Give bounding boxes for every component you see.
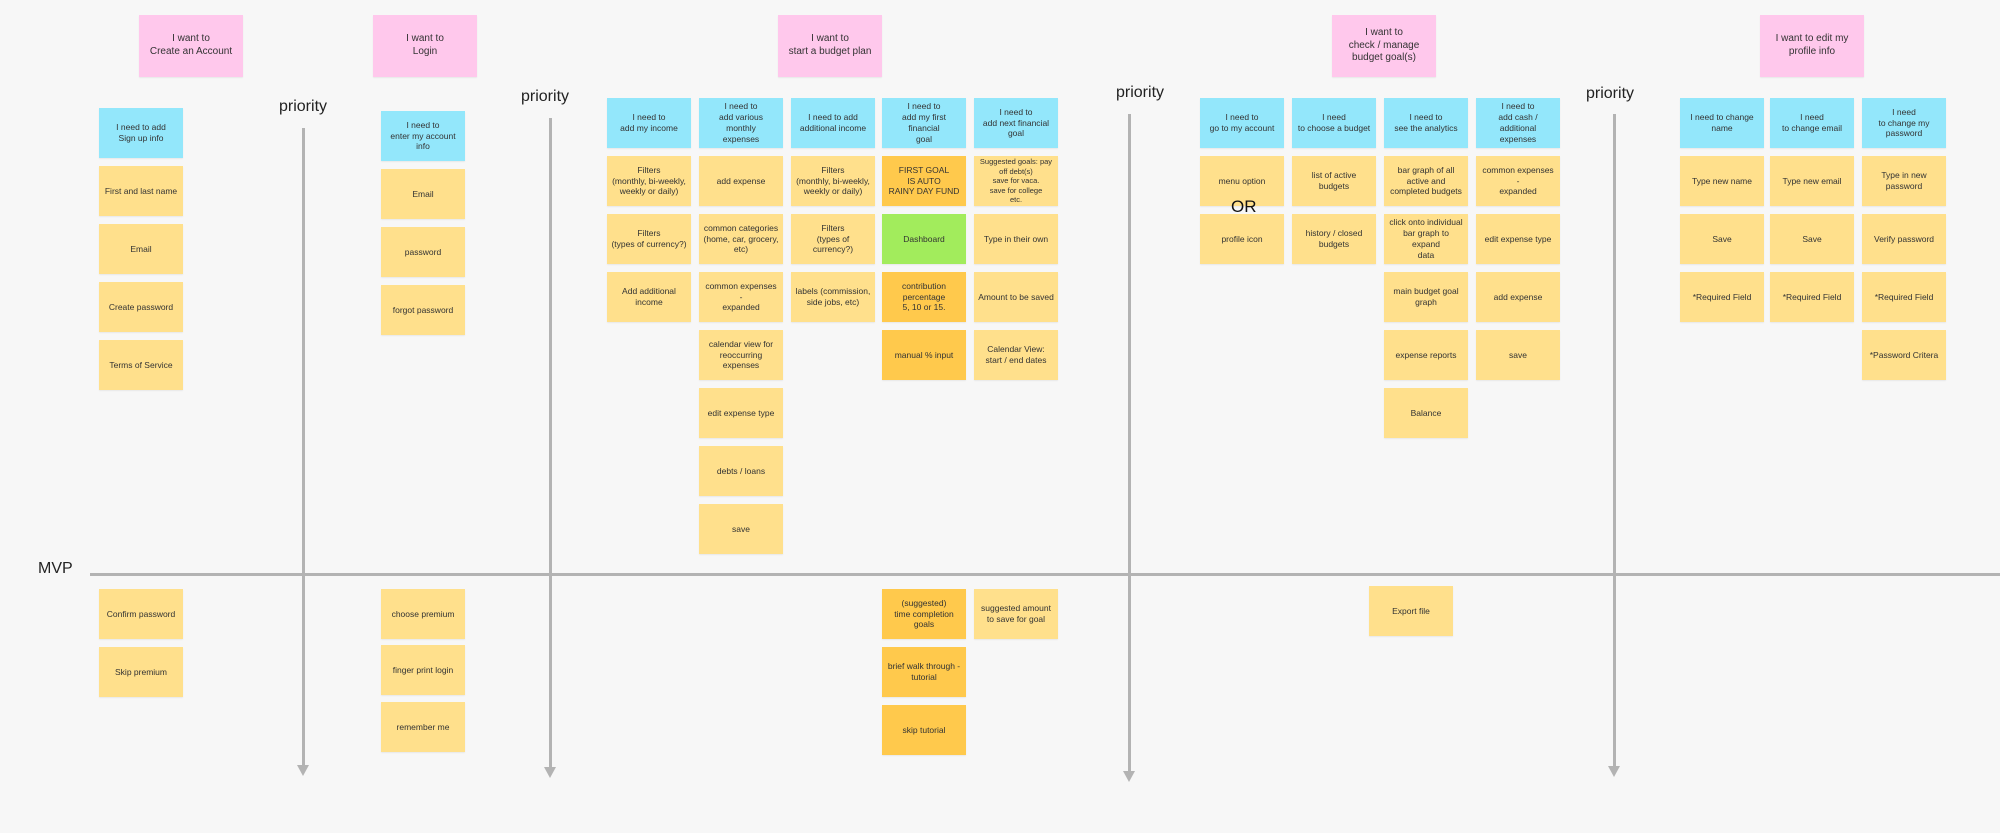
need-note[interactable]: I need to choose a budget <box>1292 98 1376 148</box>
priority-label: priority <box>521 88 570 105</box>
task-note[interactable]: Export file <box>1369 586 1453 636</box>
task-note[interactable]: labels (commission, side jobs, etc) <box>791 272 875 322</box>
task-note[interactable]: finger print login <box>381 645 465 695</box>
need-note[interactable]: I need to add my income <box>607 98 691 148</box>
task-note[interactable]: Type new email <box>1770 156 1854 206</box>
task-note[interactable]: forgot password <box>381 285 465 335</box>
task-note[interactable]: password <box>381 227 465 277</box>
need-note[interactable]: I need to add my first financial goal <box>882 98 966 148</box>
dashboard-note[interactable]: Dashboard <box>882 214 966 264</box>
need-note[interactable]: I need to add various monthly expenses <box>699 98 783 148</box>
priority-label: priority <box>279 98 328 115</box>
task-note[interactable]: *Required Field <box>1862 272 1946 322</box>
task-note[interactable]: Verify password <box>1862 214 1946 264</box>
priority-axis <box>544 118 556 778</box>
task-note[interactable]: edit expense type <box>1476 214 1560 264</box>
task-note[interactable]: add expense <box>1476 272 1560 322</box>
need-note[interactable]: I need to add cash / additional expenses <box>1476 98 1560 148</box>
task-note[interactable]: FIRST GOAL IS AUTO RAINY DAY FUND <box>882 156 966 206</box>
task-note[interactable]: First and last name <box>99 166 183 216</box>
task-note[interactable]: debts / loans <box>699 446 783 496</box>
priority-axis <box>297 128 309 776</box>
epic-note[interactable]: I want to edit my profile info <box>1760 15 1864 77</box>
task-note[interactable]: Filters (monthly, bi-weekly, weekly or d… <box>791 156 875 206</box>
epic-note[interactable]: I want to start a budget plan <box>778 15 882 77</box>
task-note[interactable]: Type in new password <box>1862 156 1946 206</box>
priority-label: priority <box>1116 84 1165 101</box>
task-note[interactable]: Type new name <box>1680 156 1764 206</box>
need-note[interactable]: I need to add additional income <box>791 98 875 148</box>
task-note[interactable]: Save <box>1680 214 1764 264</box>
need-note[interactable]: I need to change email <box>1770 98 1854 148</box>
task-note[interactable]: edit expense type <box>699 388 783 438</box>
priority-axis <box>1123 114 1135 782</box>
task-note[interactable]: Suggested goals: pay off debt(s) save fo… <box>974 156 1058 206</box>
task-note[interactable]: Type in their own <box>974 214 1058 264</box>
or-label: OR <box>1231 197 1257 216</box>
mvp-label: MVP <box>38 560 73 577</box>
task-note[interactable]: Filters (types of currency?) <box>607 214 691 264</box>
task-note[interactable]: common categories (home, car, grocery, e… <box>699 214 783 264</box>
task-note[interactable]: Save <box>1770 214 1854 264</box>
task-note[interactable]: add expense <box>699 156 783 206</box>
task-note[interactable]: save <box>699 504 783 554</box>
need-note[interactable]: I need to add next financial goal <box>974 98 1058 148</box>
task-note[interactable]: history / closed budgets <box>1292 214 1376 264</box>
task-note[interactable]: Add additional income <box>607 272 691 322</box>
task-note[interactable]: *Required Field <box>1680 272 1764 322</box>
need-note[interactable]: I need to add Sign up info <box>99 108 183 158</box>
task-note[interactable]: brief walk through - tutorial <box>882 647 966 697</box>
task-note[interactable]: click onto individual bar graph to expan… <box>1384 214 1468 264</box>
task-note[interactable]: Balance <box>1384 388 1468 438</box>
task-note[interactable]: bar graph of all active and completed bu… <box>1384 156 1468 206</box>
task-note[interactable]: choose premium <box>381 589 465 639</box>
task-note[interactable]: save <box>1476 330 1560 380</box>
task-note[interactable]: Filters (monthly, bi-weekly, weekly or d… <box>607 156 691 206</box>
task-note[interactable]: Create password <box>99 282 183 332</box>
epic-note[interactable]: I want to check / manage budget goal(s) <box>1332 15 1436 77</box>
priority-axis <box>1608 114 1620 777</box>
need-note[interactable]: I need to go to my account <box>1200 98 1284 148</box>
task-note[interactable]: suggested amount to save for goal <box>974 589 1058 639</box>
task-note[interactable]: Skip premium <box>99 647 183 697</box>
task-note[interactable]: list of active budgets <box>1292 156 1376 206</box>
task-note[interactable]: menu option <box>1200 156 1284 206</box>
priority-label: priority <box>1586 85 1635 102</box>
task-note[interactable]: Confirm password <box>99 589 183 639</box>
need-note[interactable]: I need to see the analytics <box>1384 98 1468 148</box>
task-note[interactable]: skip tutorial <box>882 705 966 755</box>
task-note[interactable]: Email <box>381 169 465 219</box>
mvp-divider <box>90 573 2000 576</box>
task-note[interactable]: Calendar View: start / end dates <box>974 330 1058 380</box>
epic-note[interactable]: I want to Create an Account <box>139 15 243 77</box>
need-note[interactable]: I need to change my password <box>1862 98 1946 148</box>
task-note[interactable]: profile icon <box>1200 214 1284 264</box>
task-note[interactable]: Amount to be saved <box>974 272 1058 322</box>
task-note[interactable]: expense reports <box>1384 330 1468 380</box>
task-note[interactable]: remember me <box>381 702 465 752</box>
task-note[interactable]: *Password Critera <box>1862 330 1946 380</box>
need-note[interactable]: I need to enter my account info <box>381 111 465 161</box>
need-note[interactable]: I need to change name <box>1680 98 1764 148</box>
task-note[interactable]: calendar view for reoccurring expenses <box>699 330 783 380</box>
task-note[interactable]: common expenses - expanded <box>699 272 783 322</box>
task-note[interactable]: Email <box>99 224 183 274</box>
task-note[interactable]: manual % input <box>882 330 966 380</box>
task-note[interactable]: common expenses - expanded <box>1476 156 1560 206</box>
task-note[interactable]: contribution percentage 5, 10 or 15. <box>882 272 966 322</box>
epic-note[interactable]: I want to Login <box>373 15 477 77</box>
task-note[interactable]: Filters (types of currency?) <box>791 214 875 264</box>
task-note[interactable]: Terms of Service <box>99 340 183 390</box>
task-note[interactable]: main budget goal graph <box>1384 272 1468 322</box>
task-note[interactable]: (suggested) time completion goals <box>882 589 966 639</box>
task-note[interactable]: *Required Field <box>1770 272 1854 322</box>
